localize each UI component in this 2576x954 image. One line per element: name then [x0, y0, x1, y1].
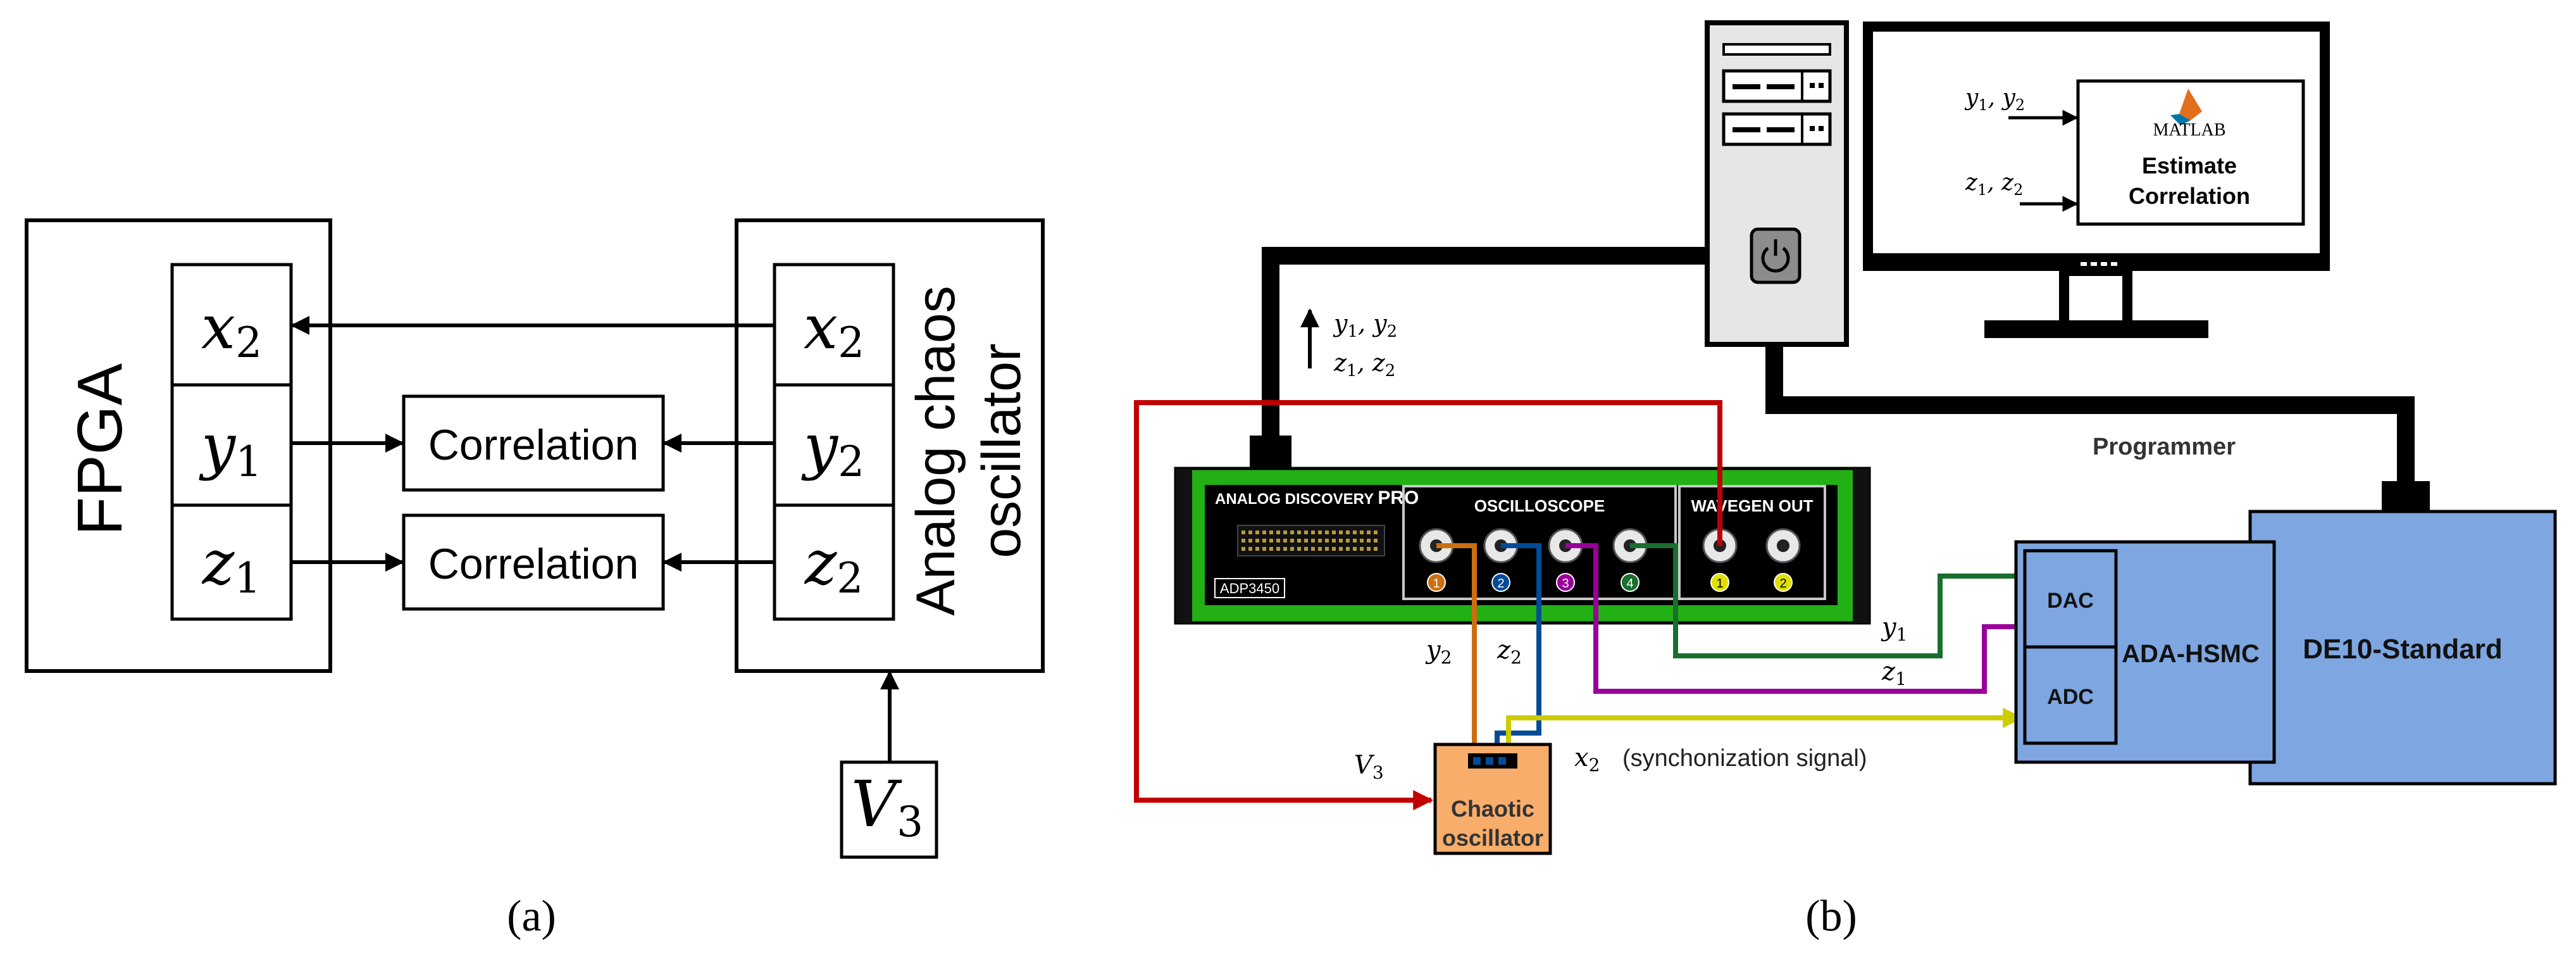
sync-signal-label: (synchonization signal): [1622, 745, 1867, 772]
chaotic-label-line2: oscillator: [1442, 825, 1543, 851]
correlation-label: Correlation: [428, 540, 639, 588]
matlab-label: MATLAB: [2153, 120, 2225, 140]
model-badge: [1214, 578, 1285, 598]
caption-a: (a): [507, 892, 556, 941]
usb-cable-pc-board: [1765, 342, 2415, 487]
osc-signal-cell: [773, 263, 895, 387]
wire-y1-green: [1630, 543, 2025, 658]
wire-label-y2: y2: [1425, 636, 1452, 668]
correlation-block-z: [402, 513, 665, 611]
de10-standard-board: [2248, 510, 2557, 786]
usb-plug: [1250, 436, 1291, 468]
wire-label-z2: z2: [1496, 636, 1522, 668]
wire-z1-purple: [1565, 543, 2025, 694]
panel-a: FPGA x2 y1 z1 Correlation Correlation An…: [25, 218, 1045, 941]
osc-signal-cell: [773, 383, 895, 507]
svg-text:1: 1: [1433, 577, 1440, 591]
chaotic-label-line1: Chaotic: [1451, 796, 1534, 822]
panel-b: MATLAB Estimate Correlation y1, y2 z1, z…: [1134, 20, 2557, 941]
osc-y2: y2: [801, 411, 864, 486]
wavegen-label: WAVEGEN OUT: [1691, 496, 1813, 515]
monitor-input-y: y1, y2: [1964, 85, 2025, 114]
oscilloscope-label: OSCILLOSCOPE: [1474, 496, 1605, 515]
svg-text:2: 2: [1497, 577, 1504, 591]
matlab-logo-icon: [2170, 89, 2202, 125]
usb-label-y: y1, y2: [1333, 310, 1397, 341]
device-brand: ANALOG DISCOVERY PRO: [1215, 487, 1419, 508]
monitor-input-z: z1, z2: [1965, 170, 2023, 199]
svg-text:1: 1: [1716, 577, 1723, 591]
correlation-label-b: Correlation: [2129, 183, 2250, 209]
v3-block: [840, 760, 938, 859]
de10-label: DE10-Standard: [2303, 634, 2502, 665]
svg-text:4: 4: [1626, 577, 1633, 591]
oscillator-label-line1: Analog chaos: [905, 286, 966, 615]
usb-label-z: z1, z2: [1333, 349, 1395, 380]
programmer-label: Programmer: [2093, 434, 2236, 460]
wire-label-z1: z1: [1881, 657, 1907, 689]
wire-label-x2: x2: [1574, 743, 1600, 775]
monitor-stand: [2059, 266, 2132, 330]
dac-label: DAC: [2047, 589, 2094, 613]
wavegen-section: [1678, 485, 1826, 600]
device-brand-suffix: PRO: [1378, 487, 1419, 508]
correlation-label: Correlation: [428, 421, 639, 469]
wavegen-ch2-connector[interactable]: 2: [1765, 528, 1801, 592]
svg-text:3: 3: [1562, 577, 1569, 591]
adc-block: [2023, 645, 2118, 745]
usb-plug: [2382, 481, 2430, 514]
digital-io-connector-icon: [1237, 525, 1385, 556]
estimate-label: Estimate: [2142, 153, 2237, 179]
oscillator-label-line2: oscillator: [971, 343, 1032, 558]
adc-label: ADC: [2047, 685, 2094, 709]
usb-cable-device-pc: [1262, 247, 1707, 443]
wire-label-y1: y1: [1881, 613, 1907, 645]
pc-drive-slot: [1722, 43, 1831, 56]
fpga-signal-cell: [170, 263, 293, 387]
monitor-base: [1984, 320, 2208, 338]
svg-text:2: 2: [1779, 577, 1786, 591]
model-label: ADP3450: [1220, 581, 1279, 596]
power-icon[interactable]: [1750, 227, 1801, 284]
fpga-label: FPGA: [65, 363, 135, 536]
wire-label-v3: V3: [1354, 751, 1384, 783]
ada-hsmc-label: ADA-HSMC: [2122, 640, 2260, 668]
dac-block: [2023, 549, 2118, 649]
caption-b: (b): [1805, 892, 1857, 941]
